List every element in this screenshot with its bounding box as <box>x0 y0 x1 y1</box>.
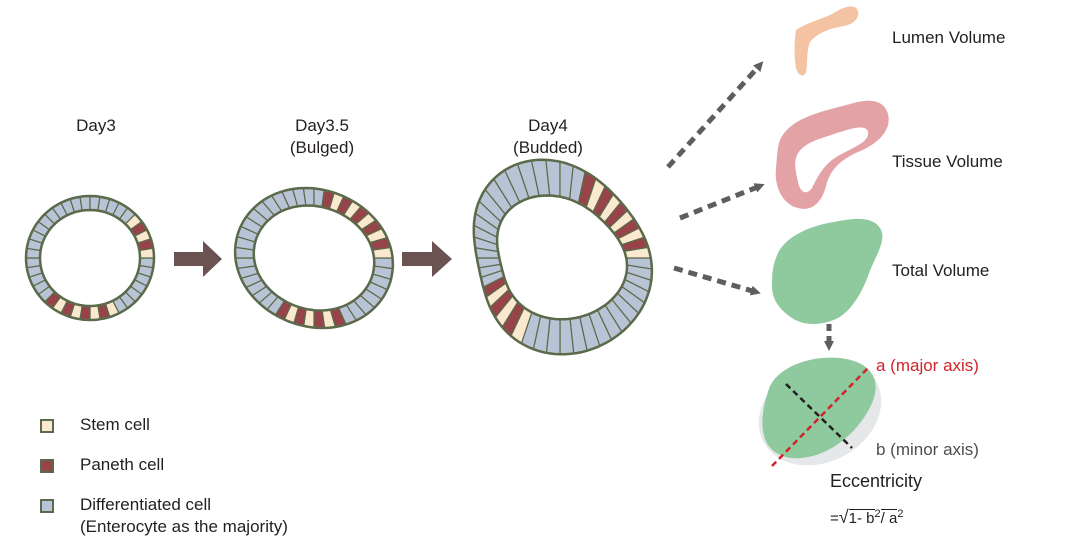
formula-body: 1- b <box>848 509 875 527</box>
stage-day4-title: Day4 <box>528 116 568 135</box>
legend-paneth-label: Paneth cell <box>80 455 165 474</box>
legend-differentiated-label2: (Enterocyte as the majority) <box>80 517 288 536</box>
major-axis-line <box>771 367 869 467</box>
diff-cell <box>79 195 91 212</box>
organoid-day4 <box>472 158 654 356</box>
lumen-outline <box>252 204 376 312</box>
lumen-volume-label: Lumen Volume <box>892 28 1006 47</box>
lumen-outline <box>495 194 629 321</box>
formula-exp2: 2 <box>897 508 904 520</box>
dotted-arrow-tissue <box>679 183 765 221</box>
outer-outline <box>233 186 395 330</box>
stem-cell <box>89 304 101 321</box>
organoid-day3-5 <box>233 186 395 330</box>
legend-differentiated-label: Differentiated cell <box>80 495 212 514</box>
tissue-volume-shape <box>775 100 889 209</box>
lumen-volume-shape <box>794 6 859 76</box>
stage-day3-5-title: Day3.5 <box>295 116 349 135</box>
tissue-volume-label: Tissue Volume <box>892 152 1003 171</box>
legend-stem-swatch <box>40 419 54 433</box>
progression-arrow-1 <box>174 241 222 277</box>
organoid-day3 <box>24 194 156 322</box>
minor-axis-label: b (minor axis) <box>876 440 979 459</box>
stage-day4-subtitle: (Budded) <box>513 138 583 157</box>
stem-cell <box>138 247 155 259</box>
eccentricity-label: Eccentricity <box>830 471 923 491</box>
legend-differentiated-swatch <box>40 499 54 513</box>
major-axis-label: a (major axis) <box>876 356 979 375</box>
stage-day3-title: Day3 <box>76 116 116 135</box>
formula-prefix: = <box>830 510 839 527</box>
outer-outline <box>24 194 156 322</box>
dotted-arrow-total <box>673 265 761 296</box>
diff-cell <box>302 187 315 207</box>
diff-cell <box>25 257 42 269</box>
paneth-cell <box>313 309 326 329</box>
legend-stem-label: Stem cell <box>80 415 150 434</box>
total-volume-shape <box>772 218 883 324</box>
legend-paneth-swatch <box>40 459 54 473</box>
lumen-outline <box>38 208 142 308</box>
eccentricity-formula: =√1- b2/ a2 <box>830 505 903 528</box>
formula-exp1: 2 <box>874 508 881 520</box>
sqrt-symbol: √ <box>838 507 849 527</box>
formula-mid: / a <box>880 509 898 527</box>
eccentricity-shape <box>762 357 876 459</box>
stage-day3-5-subtitle: (Bulged) <box>289 138 355 157</box>
dotted-arrow-lumen <box>666 61 764 169</box>
total-volume-label: Total Volume <box>892 261 990 280</box>
outer-outline <box>472 158 654 356</box>
progression-arrow-2 <box>402 241 452 277</box>
minor-axis-line <box>785 383 853 449</box>
